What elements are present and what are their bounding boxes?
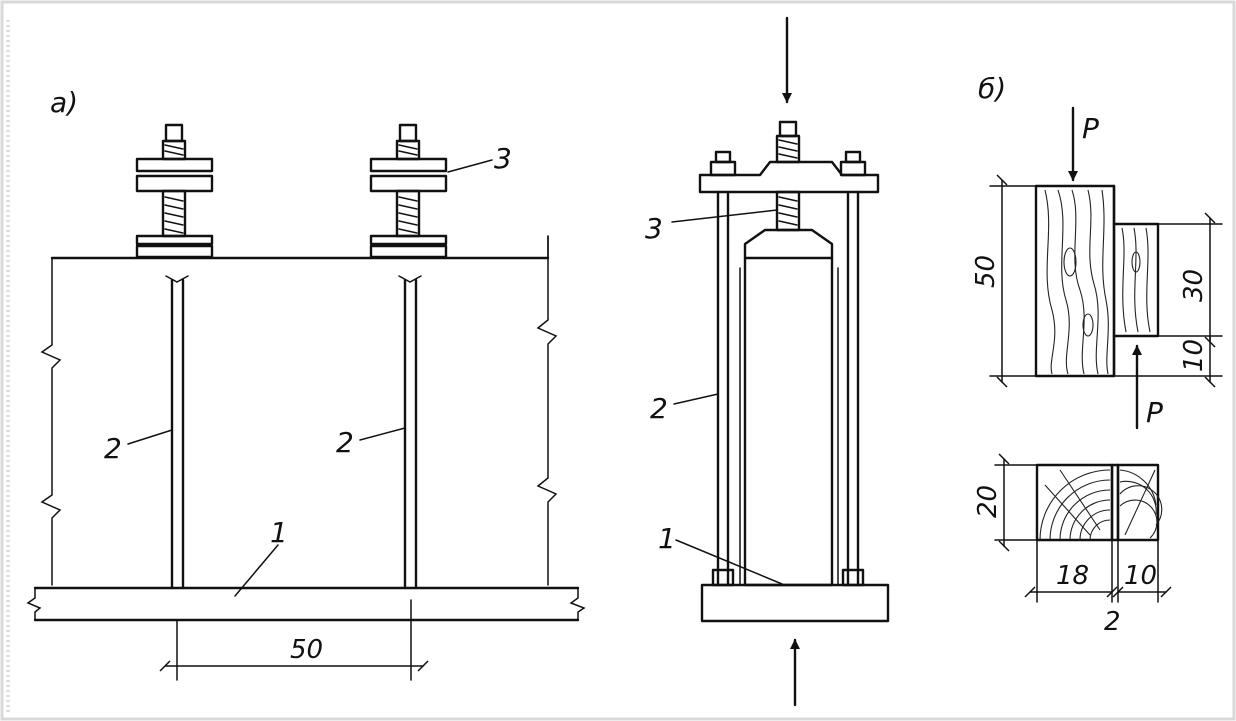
rig-rod-right	[837, 190, 860, 587]
rig-rod-left	[716, 190, 741, 587]
specimen-body	[743, 256, 834, 587]
left-break-edge	[40, 257, 62, 586]
callout-screw-a: 3	[494, 142, 512, 175]
dim-section-gap: 2	[1104, 607, 1121, 637]
callout-rod-right: 2	[336, 426, 354, 459]
loading-head	[743, 228, 834, 260]
section-right	[1116, 463, 1160, 542]
dim-rod-spacing: 50	[290, 635, 323, 665]
end-grain-right	[1119, 469, 1163, 539]
callout-leader-base	[234, 544, 279, 597]
rig-screw-head	[778, 120, 798, 138]
test-rig: 3 2 1	[645, 16, 890, 707]
section-left	[1035, 463, 1114, 542]
callout-leader-base-rig	[675, 539, 783, 585]
callout-screw-rig: 3	[645, 212, 663, 245]
bolt-right	[839, 150, 867, 177]
callout-rod-rig: 2	[650, 392, 668, 425]
dim-specimen-height: 50	[971, 255, 1001, 288]
callout-leader-screw	[447, 159, 493, 173]
right-break-edge	[536, 235, 558, 586]
end-grain-left	[1039, 469, 1111, 541]
dim-section-width-left: 18	[1056, 561, 1089, 591]
callout-leader-rod-rig	[673, 393, 719, 405]
rod-right	[398, 275, 422, 590]
bolt-left	[709, 150, 737, 177]
dim-section-width-right: 10	[1124, 561, 1157, 591]
panel-b-label: б)	[978, 72, 1006, 105]
callout-base-rig: 1	[658, 522, 676, 555]
callout-leader-rod-right	[359, 427, 406, 441]
screw-assembly-left	[135, 123, 214, 259]
callout-leader-rod-left	[127, 429, 173, 445]
panel-b: б) P P 50	[971, 72, 1223, 637]
dim-offset-bottom: 10	[1179, 339, 1209, 372]
panel-a: а)	[26, 86, 586, 681]
base-nut-left	[711, 568, 735, 587]
p-bottom-label: P	[1146, 396, 1163, 429]
dim-section-height: 20	[973, 485, 1003, 518]
base-right-break	[569, 587, 586, 621]
grain-main	[1044, 189, 1109, 375]
grain-tenon	[1121, 227, 1151, 333]
screw-assembly-right	[369, 123, 448, 259]
rig-screw-upper	[775, 134, 801, 164]
callout-leader-screw-rig	[671, 209, 778, 223]
callout-rod-left: 2	[104, 432, 122, 465]
panel-a-label: а)	[50, 86, 78, 119]
base-left-break	[26, 587, 42, 621]
dim-tenon-height: 30	[1179, 269, 1209, 302]
callout-base-a: 1	[270, 516, 288, 549]
rig-base-plate	[700, 583, 890, 623]
p-top-label: P	[1082, 112, 1099, 145]
rod-left	[165, 275, 189, 590]
base-nut-right	[841, 568, 865, 587]
top-plate	[698, 160, 880, 194]
specimen-tenon	[1112, 222, 1160, 338]
